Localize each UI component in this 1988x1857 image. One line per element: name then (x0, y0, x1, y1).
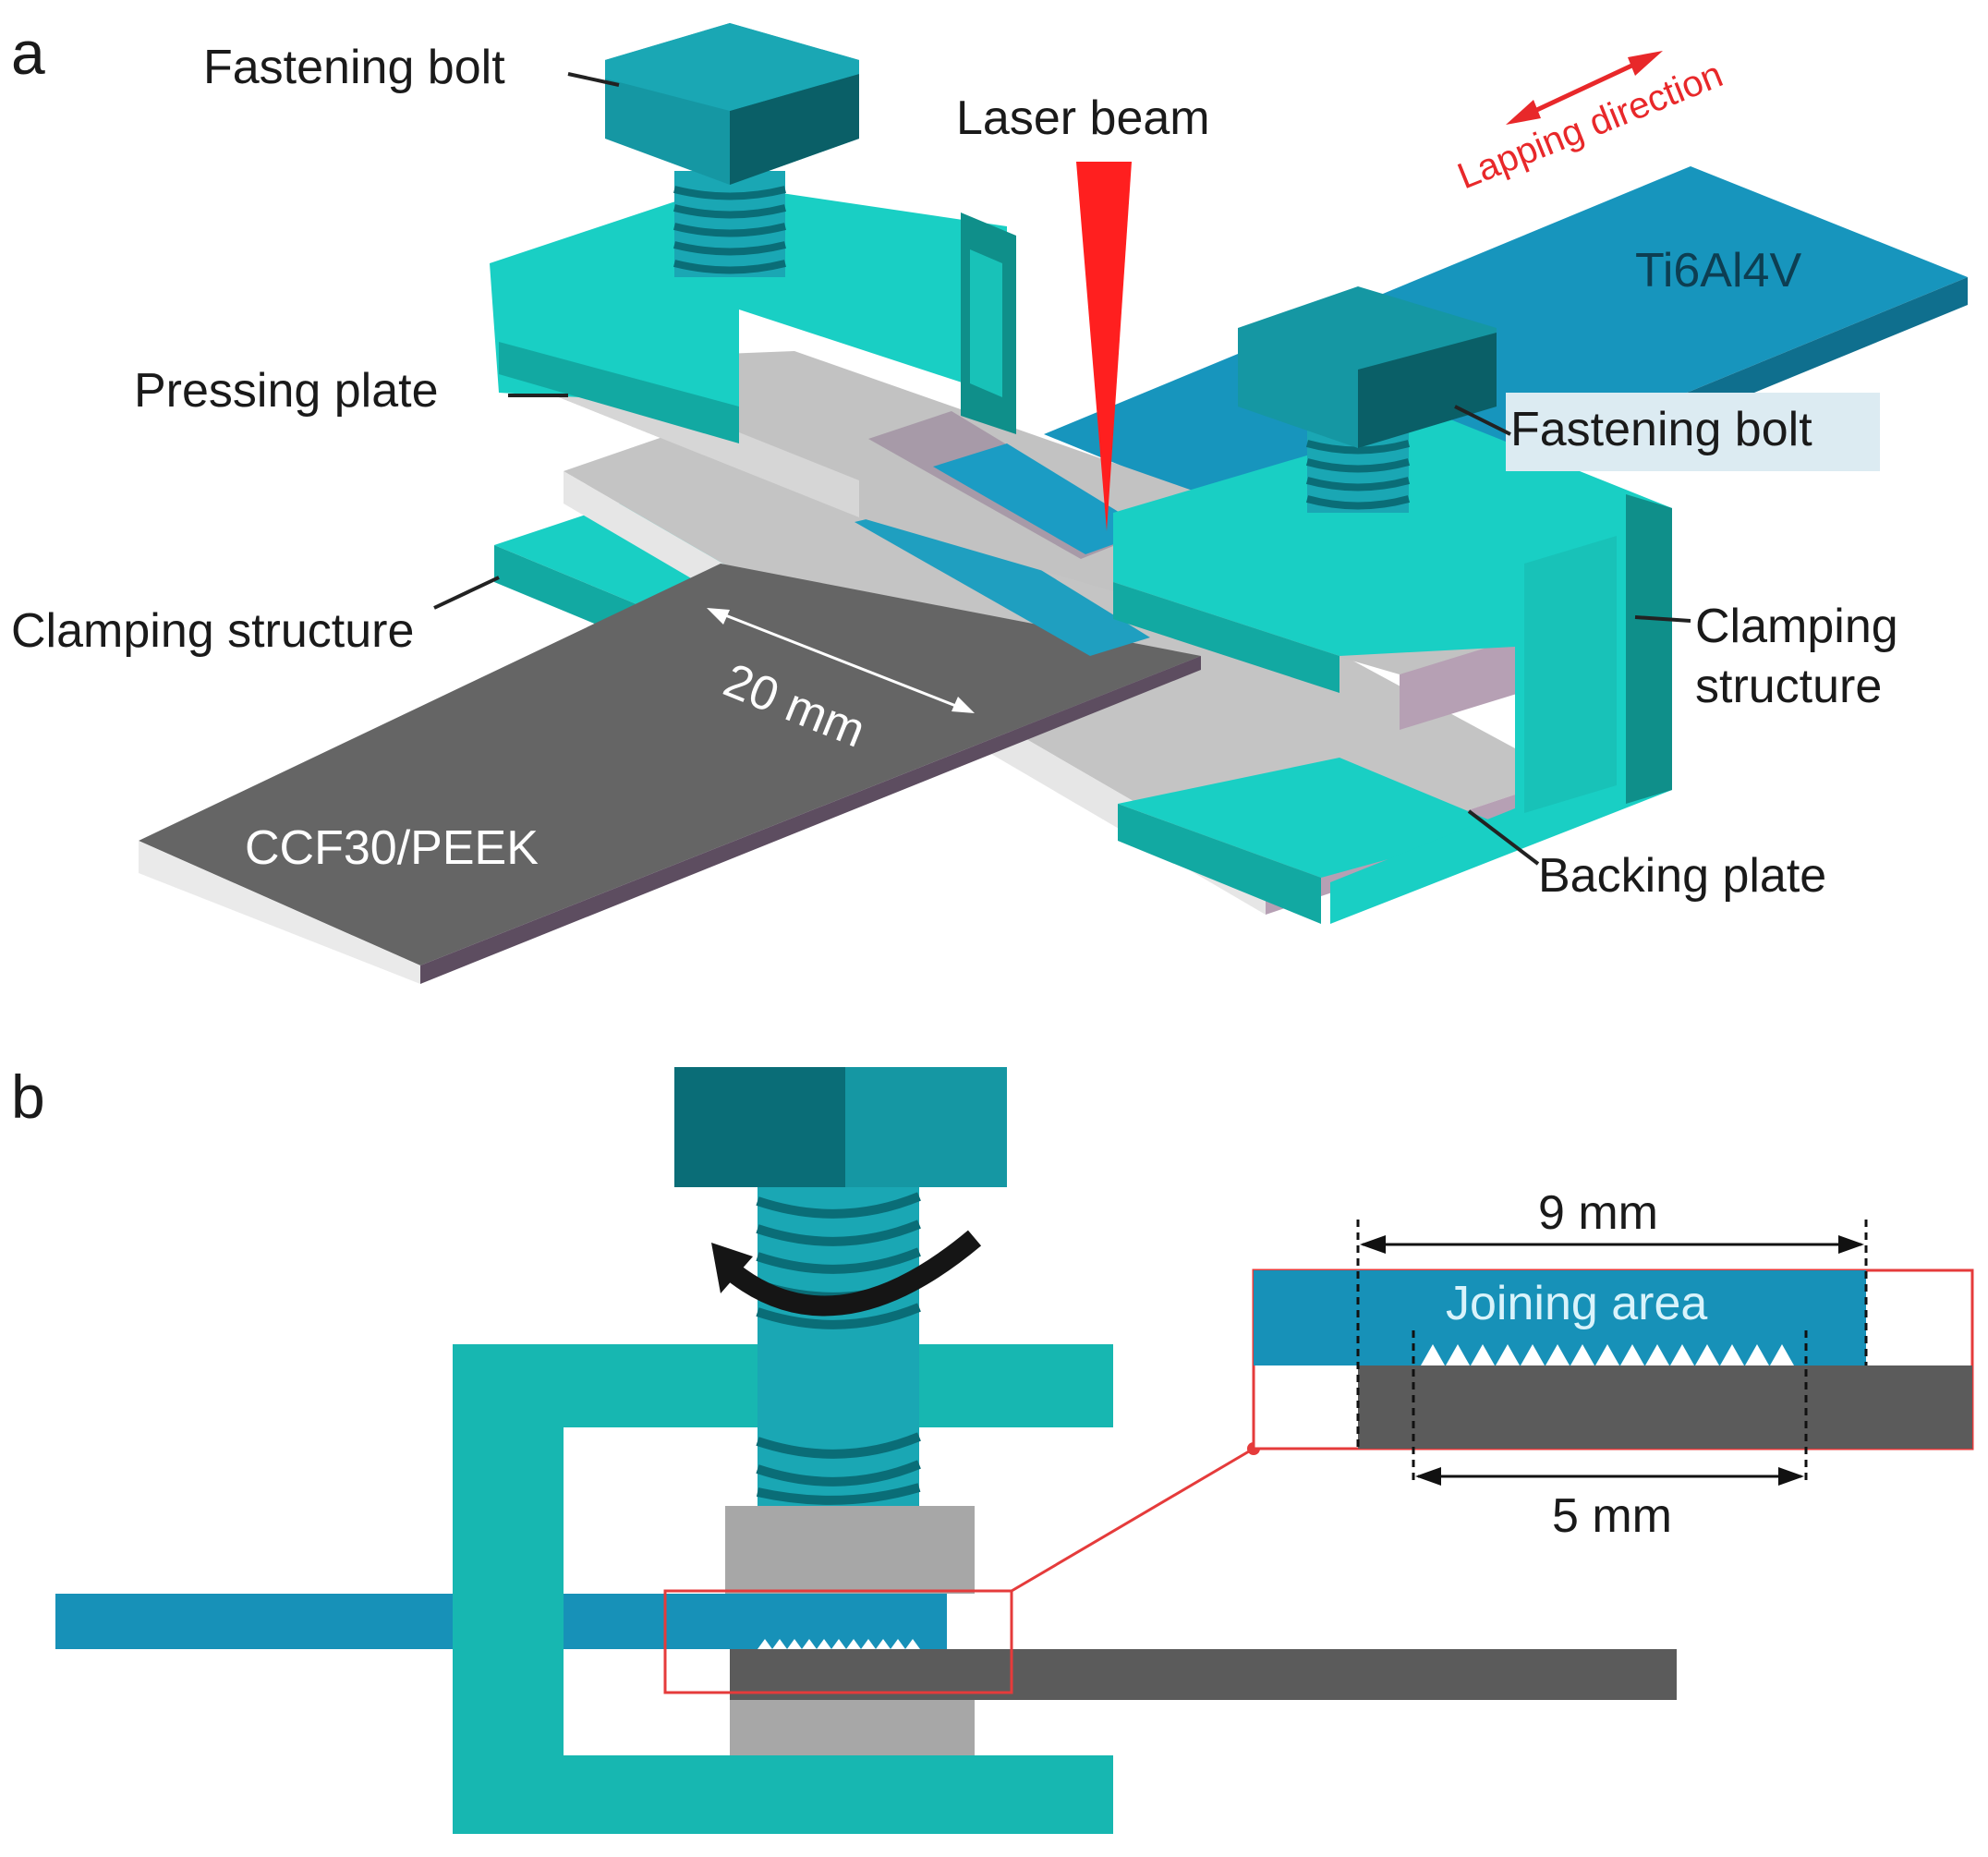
label-ccf30-peek: CCF30/PEEK (245, 821, 539, 875)
panel-b-letter: b (11, 1062, 45, 1131)
label-fastening-bolt-top: Fastening bolt (203, 41, 505, 94)
joining-area-inset (1252, 1220, 1974, 1483)
label-9mm: 9 mm (1538, 1186, 1658, 1240)
backing-plate-section (730, 1700, 975, 1755)
rotation-arrow (711, 1230, 982, 1317)
clamp-right (1113, 416, 1672, 924)
leader-fastening-bolt-right (1454, 405, 1511, 436)
label-pressing-plate: Pressing plate (134, 364, 439, 418)
label-5mm: 5 mm (1552, 1489, 1672, 1543)
laser-beam (1076, 162, 1132, 531)
label-joining-area: Joining area (1446, 1277, 1707, 1330)
label-fastening-bolt-right: Fastening bolt (1510, 403, 1812, 456)
panel-a: a (11, 18, 1968, 984)
label-clamping-structure-left: Clamping structure (11, 604, 414, 658)
clamp-left (490, 185, 1016, 443)
panel-a-letter: a (11, 18, 45, 87)
lapping-direction-arrow (1506, 51, 1663, 125)
leader-fastening-bolt-top (567, 72, 620, 87)
label-laser-beam: Laser beam (956, 91, 1210, 145)
leader-backing-plate (1467, 809, 1540, 866)
label-clamping-structure-right-2: structure (1695, 660, 1882, 713)
label-ti6al4v: Ti6Al4V (1635, 244, 1801, 297)
label-bg-fastening-bolt-right (1506, 393, 1880, 471)
leader-clamping-structure-right (1634, 615, 1691, 623)
panel-b: b (11, 1062, 1974, 1834)
label-clamping-structure-right-1: Clamping (1695, 600, 1898, 653)
ccf30-peek-plate (139, 564, 1201, 984)
dimension-9mm (1360, 1235, 1864, 1254)
fastening-bolt-section (674, 1067, 1007, 1506)
label-backing-plate: Backing plate (1538, 849, 1826, 903)
joining-area-teeth-inset (1421, 1344, 1794, 1365)
dimension-20mm (707, 608, 975, 713)
leader-clamping-structure-left (433, 576, 500, 610)
zoom-region-box (663, 1589, 1013, 1694)
fastening-bolt-left (605, 23, 859, 277)
joining-area-strip (855, 504, 1150, 656)
dimension-5mm (1415, 1467, 1804, 1486)
pressing-plate-section (725, 1506, 975, 1594)
clamp-right-lower-jaw (1118, 758, 1506, 924)
zoom-connector-line (1011, 1447, 1255, 1593)
joining-area-teeth-small (758, 1639, 920, 1649)
fastening-bolt-right (1238, 286, 1497, 513)
